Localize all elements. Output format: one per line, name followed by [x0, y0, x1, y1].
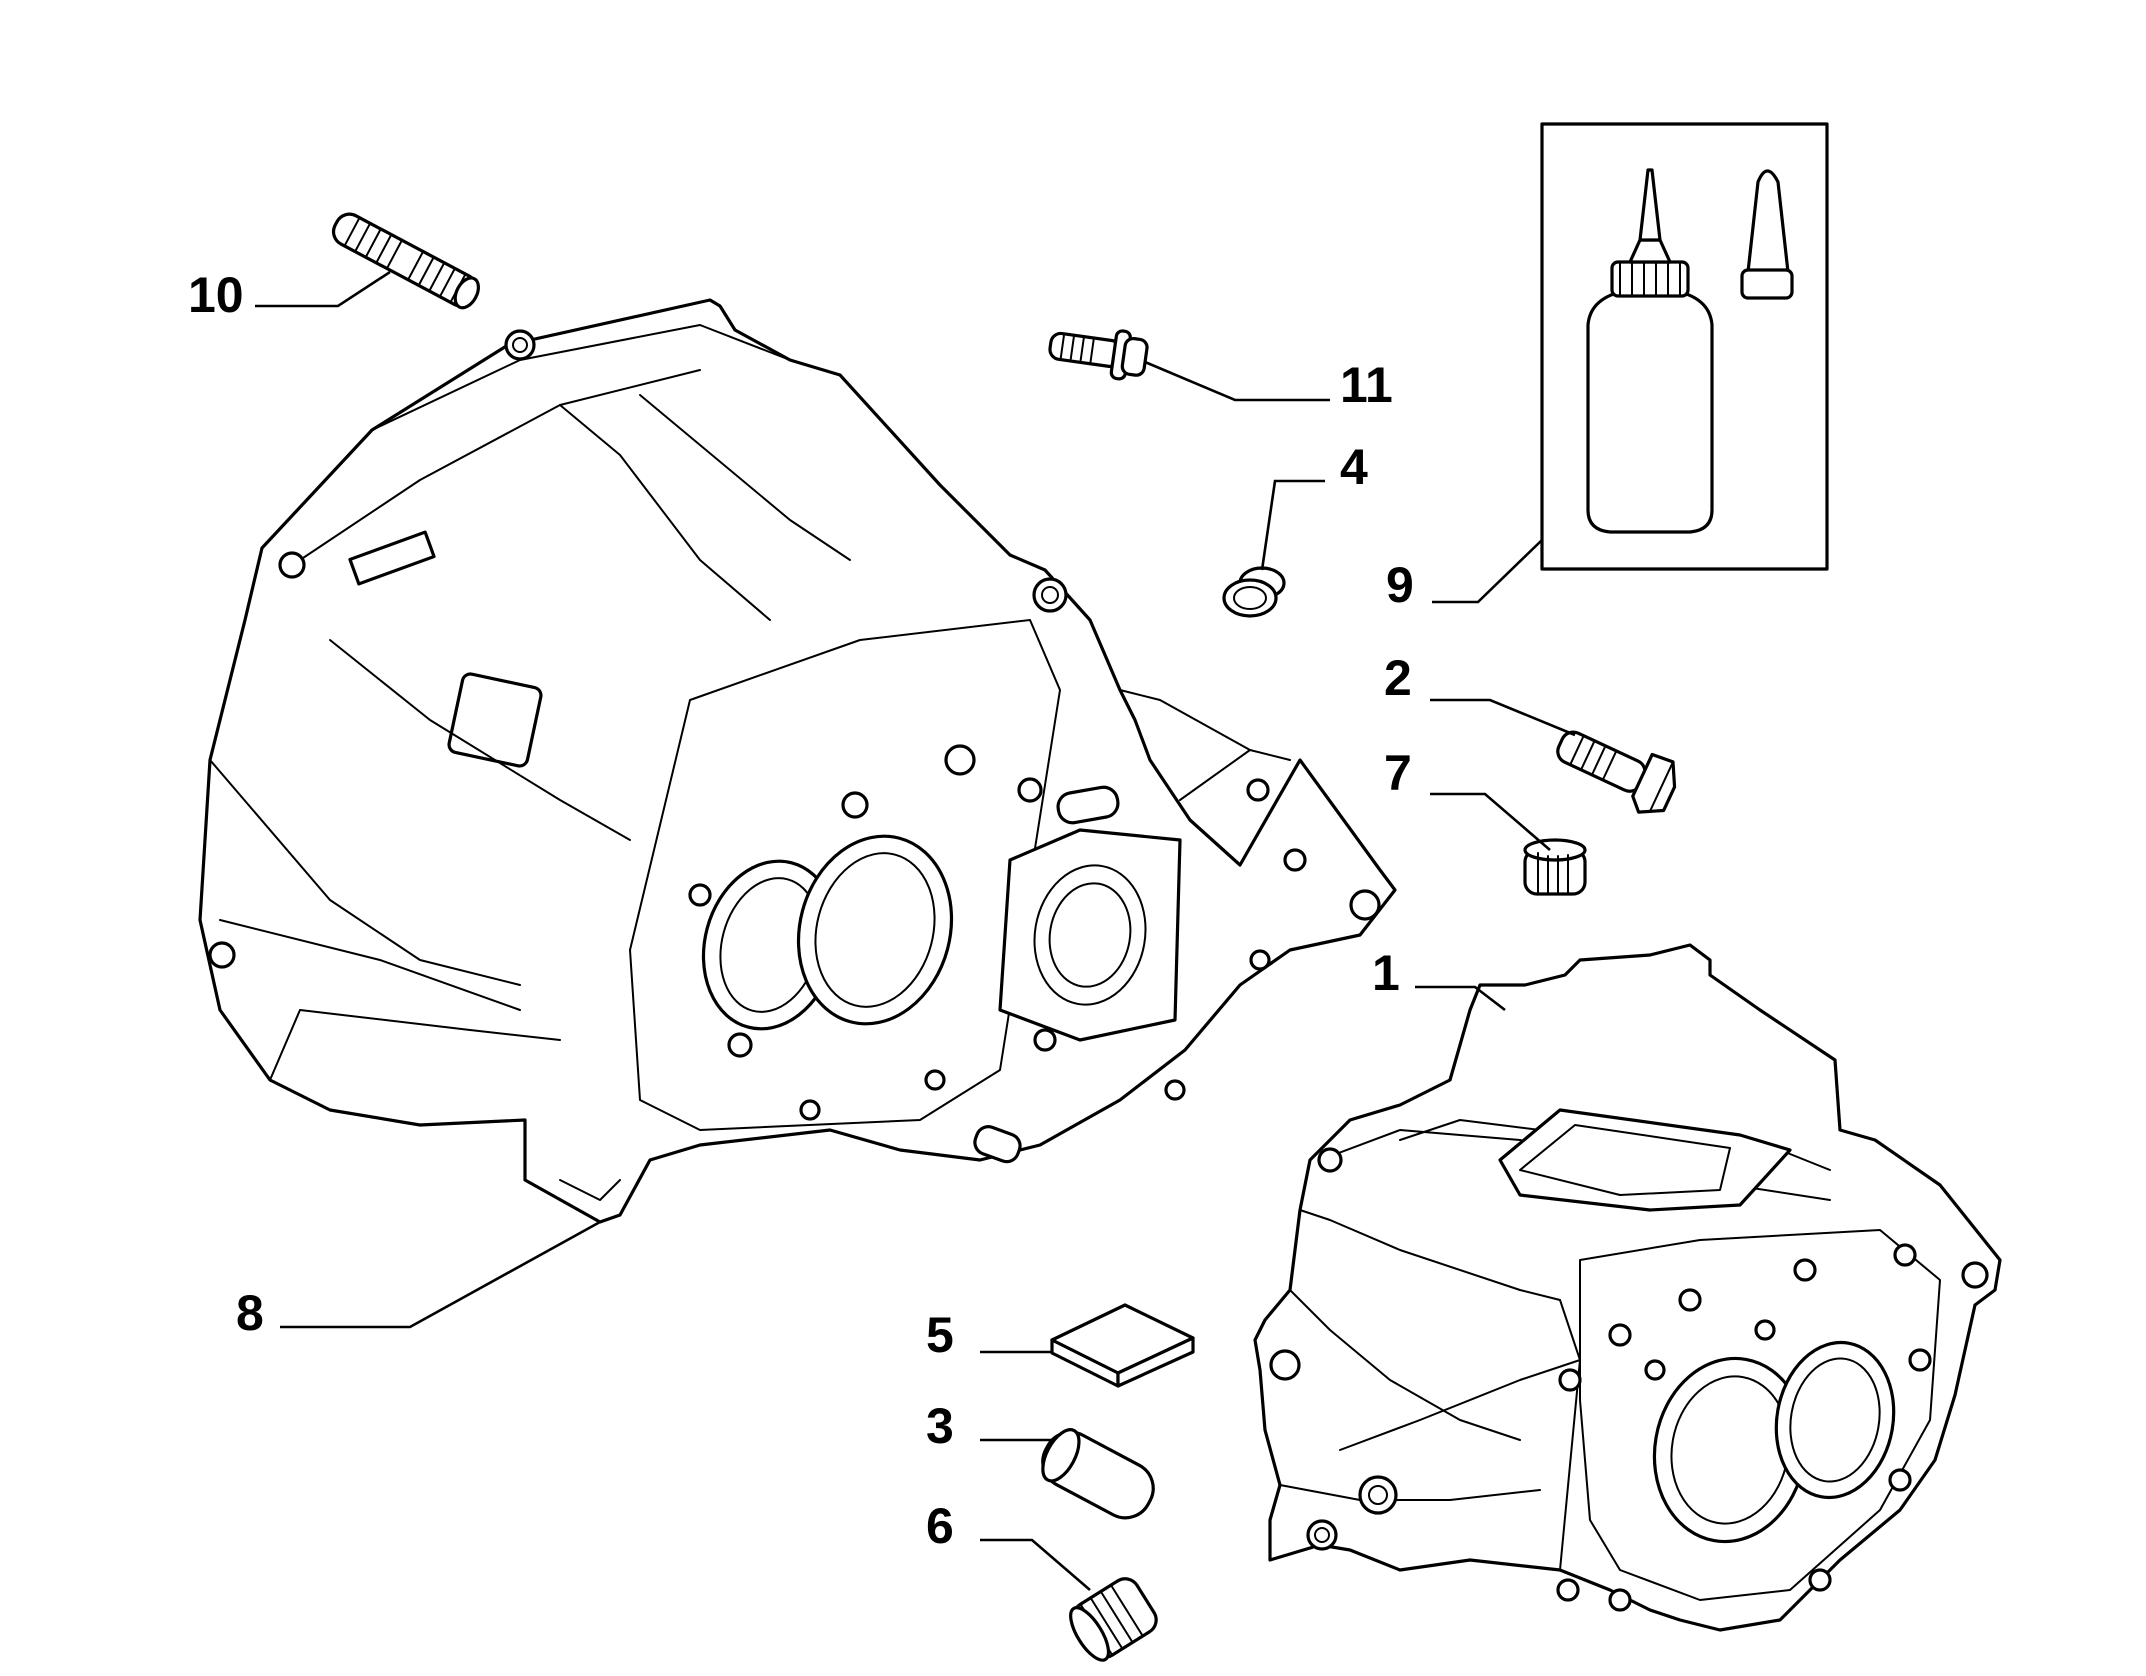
part-3-dowel-sleeve: [1041, 1428, 1155, 1520]
part-7-threaded-plug: [1523, 838, 1587, 896]
leader-11: [1144, 360, 1330, 402]
callout-9: 9: [1386, 557, 1414, 613]
part-4-plug: [1222, 566, 1286, 618]
callout-11: 11: [1340, 357, 1393, 413]
part-10-stud: [331, 212, 480, 310]
part-9-sealant-tube: [1540, 122, 1829, 571]
callout-4: 4: [1340, 439, 1368, 495]
callout-10: 10: [188, 267, 244, 323]
part-2-hex-bolt: [1556, 730, 1677, 814]
part-5-gasket-pad: [1050, 1303, 1195, 1388]
leader-6: [980, 1538, 1091, 1591]
callout-1: 1: [1372, 945, 1400, 1001]
leader-2: [1430, 698, 1576, 737]
callout-3: 3: [926, 1398, 954, 1454]
callout-8: 8: [236, 1285, 264, 1341]
callout-2: 2: [1384, 650, 1412, 706]
callout-6: 6: [926, 1498, 954, 1554]
part-8-bell-housing: [198, 298, 1397, 1224]
callout-numbers: 10 11 4 9 2 7 1 8 5 3 6: [188, 267, 1414, 1554]
part-11-flange-bolt: [1048, 329, 1149, 381]
leader-1: [1415, 985, 1506, 1012]
callout-5: 5: [926, 1307, 954, 1363]
part-1-gearbox-housing: [1253, 943, 2002, 1632]
leader-lines: [255, 270, 1576, 1591]
leader-8: [280, 1220, 601, 1329]
callout-7: 7: [1384, 745, 1412, 801]
leader-10: [255, 270, 391, 308]
leader-7: [1430, 792, 1551, 851]
leader-4: [1260, 479, 1325, 571]
part-6-threaded-plug: [1069, 1577, 1158, 1662]
leader-9: [1432, 539, 1543, 604]
